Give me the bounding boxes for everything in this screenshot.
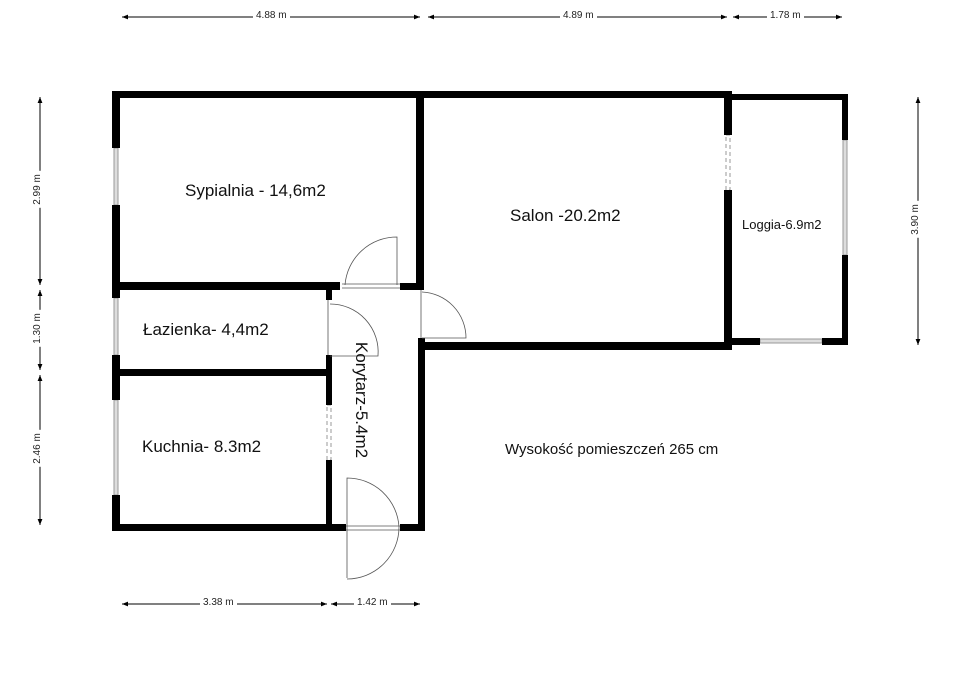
- room-label-living-room: Salon -20.2m2: [510, 206, 621, 225]
- ceiling-height-note: Wysokość pomieszczeń 265 cm: [505, 441, 719, 458]
- dimension-bottom-1: 3.38 m: [200, 597, 237, 608]
- room-label-loggia: Loggia-6.9m2: [742, 217, 822, 232]
- doors: [327, 236, 467, 580]
- room-label-corridor: Korytarz-5.4m2: [352, 341, 372, 459]
- room-label-bathroom: Łazienka- 4,4m2: [143, 320, 269, 339]
- dimension-left-3: 2.46 m: [31, 430, 43, 467]
- room-label-kitchen: Kuchnia- 8.3m2: [142, 437, 262, 456]
- dimension-lines: [37, 14, 921, 607]
- dimension-left-2: 1.30 m: [31, 310, 43, 347]
- dimension-top-1: 4.88 m: [253, 10, 290, 21]
- room-label-bedroom: Sypialnia - 14,6m2: [185, 181, 326, 200]
- dimension-right-1: 3.90 m: [909, 201, 921, 238]
- dimension-top-3: 1.78 m: [767, 10, 804, 21]
- dimension-top-2: 4.89 m: [560, 10, 597, 21]
- walls: [112, 91, 848, 531]
- dimension-left-1: 2.99 m: [31, 171, 43, 208]
- dimension-bottom-2: 1.42 m: [354, 597, 391, 608]
